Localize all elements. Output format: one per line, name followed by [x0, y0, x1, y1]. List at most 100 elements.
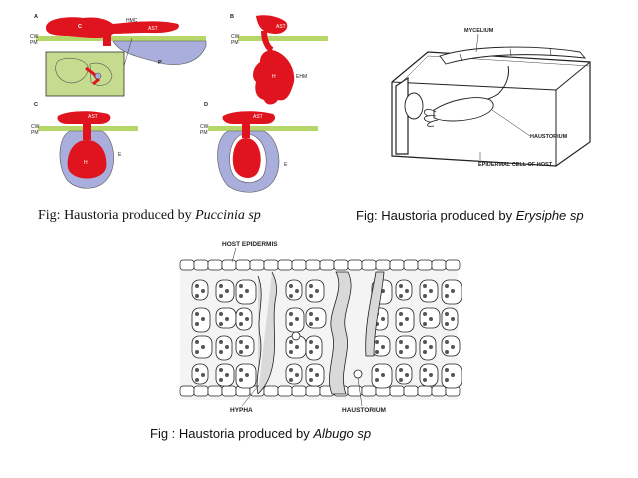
- pointer-hypha: [241, 385, 259, 407]
- label-hypha: HYPHA: [230, 407, 253, 414]
- chloroplast: [245, 373, 249, 377]
- label-hmc: HMC: [126, 18, 138, 24]
- chloroplast: [219, 284, 223, 288]
- lower-epidermal-cell: [291, 385, 307, 397]
- upper-epidermal-cell: [221, 259, 237, 271]
- chloroplast: [195, 368, 199, 372]
- chloroplast: [315, 317, 319, 321]
- upper-epidermal-cell: [193, 259, 209, 271]
- label-pm-a: PM: [30, 40, 38, 46]
- mesophyll-cell: [285, 279, 303, 301]
- upper-epidermal-cell: [431, 259, 447, 271]
- chloroplast: [309, 350, 313, 354]
- upper-epidermal-cell: [375, 259, 391, 271]
- fungal-hypha-b: [256, 15, 288, 34]
- upper-epidermal-cell: [333, 259, 349, 271]
- mesophyll-cell: [235, 335, 255, 357]
- haustorium-body: [433, 97, 494, 122]
- chloroplast: [295, 373, 299, 377]
- upper-epidermal-cell: [263, 259, 279, 271]
- chloroplast: [399, 340, 403, 344]
- inset-cell-2: [89, 62, 113, 86]
- chloroplast: [289, 312, 293, 316]
- chloroplast: [219, 350, 223, 354]
- chloroplast: [245, 317, 249, 321]
- mesophyll-cell: [215, 335, 233, 361]
- chloroplast: [309, 322, 313, 326]
- host-nucleus: [404, 92, 424, 120]
- label-pm-c: PM: [31, 130, 39, 136]
- upper-epidermal-cell: [305, 259, 321, 271]
- chloroplast: [295, 345, 299, 349]
- chloroplast: [239, 378, 243, 382]
- erysiphe-diagram: MYCELIUM HAUSTORIUM EPIDERMAL CELL OF HO…: [391, 28, 591, 168]
- sub-c-letter: C: [34, 102, 38, 108]
- puccinia-figure: A C HMC AST CW PM P B H EHM AST CW PM C: [28, 6, 338, 198]
- label-epidermal-cell: EPIDERMAL CELL OF HOST: [478, 162, 553, 168]
- haustorium-fingers: [423, 109, 439, 127]
- mesophyll-cell: [305, 335, 323, 361]
- chloroplast: [239, 350, 243, 354]
- mesophyll-cell: [285, 363, 303, 385]
- chloroplast: [399, 368, 403, 372]
- mycelium-septum-3: [549, 47, 552, 56]
- mesophyll-cell: [419, 335, 437, 361]
- label-p: P: [158, 60, 162, 66]
- chloroplast: [225, 345, 229, 349]
- haustorium-c: [67, 140, 107, 179]
- upper-epidermis: [179, 259, 461, 271]
- chloroplast: [405, 289, 409, 293]
- upper-epidermal-cell: [235, 259, 251, 271]
- chloroplast: [239, 284, 243, 288]
- chloroplast: [315, 289, 319, 293]
- chloroplast: [429, 289, 433, 293]
- chloroplast: [239, 368, 243, 372]
- upper-epidermal-cell: [179, 259, 195, 271]
- chloroplast: [405, 317, 409, 321]
- chloroplast: [451, 289, 455, 293]
- mesophyll-cell: [441, 335, 461, 357]
- chloroplast: [239, 312, 243, 316]
- chloroplast: [201, 373, 205, 377]
- chloroplast: [201, 345, 205, 349]
- chloroplast: [375, 368, 379, 372]
- sub-a-letter: A: [34, 14, 38, 20]
- chloroplast: [239, 322, 243, 326]
- chloroplast: [219, 294, 223, 298]
- chloroplast: [289, 350, 293, 354]
- mycelium-septum-1: [459, 53, 463, 62]
- chloroplast: [219, 322, 223, 326]
- chloroplast: [423, 294, 427, 298]
- chloroplast: [219, 312, 223, 316]
- chloroplast: [423, 350, 427, 354]
- albugo-diagram: HOST EPIDERMIS HYPHA HAUSTORIUM: [179, 241, 463, 414]
- chloroplast: [423, 322, 427, 326]
- chloroplast: [219, 378, 223, 382]
- chloroplast: [195, 340, 199, 344]
- chloroplast: [219, 340, 223, 344]
- lower-epidermal-cell: [277, 385, 293, 397]
- chloroplast: [195, 312, 199, 316]
- chloroplast: [429, 345, 433, 349]
- fungal-hypha-a: [46, 17, 179, 38]
- chloroplast: [245, 345, 249, 349]
- erysiphe-caption-prefix: Fig: Haustoria produced by: [356, 208, 516, 223]
- cell-wall-a: [36, 36, 206, 41]
- puccinia-caption-species: Puccinia sp: [195, 208, 261, 223]
- label-ast-a: AST: [148, 26, 158, 32]
- label-ehm: EHM: [296, 74, 307, 80]
- pointer-haustorium: [491, 109, 531, 137]
- lower-epidermal-cell: [417, 385, 433, 397]
- chloroplast: [309, 340, 313, 344]
- chloroplast: [445, 368, 449, 372]
- haustorium-knob-1: [291, 331, 301, 341]
- lower-epidermal-cell: [179, 385, 195, 397]
- chloroplast: [445, 284, 449, 288]
- chloroplast: [399, 322, 403, 326]
- mesophyll-cell: [285, 307, 305, 333]
- haustorium-d: [232, 138, 261, 178]
- chloroplast: [451, 345, 455, 349]
- label-haustorium-albugo: HAUSTORIUM: [342, 407, 386, 414]
- puccinia-caption-prefix: Fig: Haustoria produced by: [38, 208, 196, 223]
- chloroplast: [429, 373, 433, 377]
